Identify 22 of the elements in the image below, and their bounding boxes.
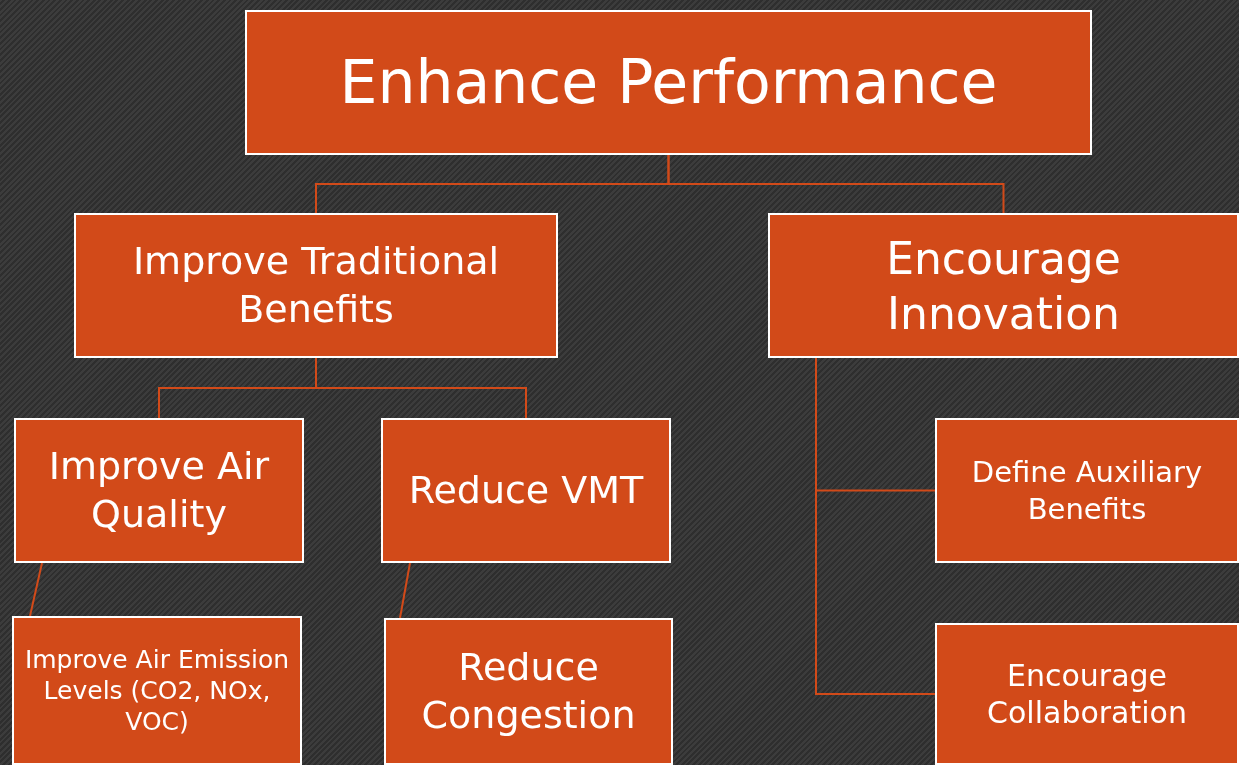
box-label: Improve Air Emission Levels (CO2, NOx, VOC) [23, 643, 291, 738]
process-box [935, 623, 1239, 765]
connector-line [667, 154, 1005, 214]
box-label: Encourage Collaboration [986, 656, 1188, 732]
box-label: Reduce Congestion [420, 644, 637, 739]
box-label: Improve Air Quality [47, 443, 271, 538]
box-label: Reduce VMT [408, 466, 644, 514]
box-label: Improve Traditional Benefits [131, 238, 501, 333]
process-box [384, 618, 673, 765]
box-label: Enhance Performance [339, 46, 998, 119]
process-box [245, 10, 1092, 155]
box-label: Define Auxiliary Benefits [970, 454, 1204, 527]
connector-line [29, 562, 43, 617]
connector-line [399, 562, 411, 619]
process-box [935, 418, 1239, 563]
process-box [14, 418, 304, 563]
connector-line [315, 357, 527, 419]
box-label: Encourage Innovation [885, 231, 1122, 341]
process-box [74, 213, 558, 358]
process-box [768, 213, 1239, 358]
process-box [12, 616, 302, 765]
process-box [381, 418, 671, 563]
